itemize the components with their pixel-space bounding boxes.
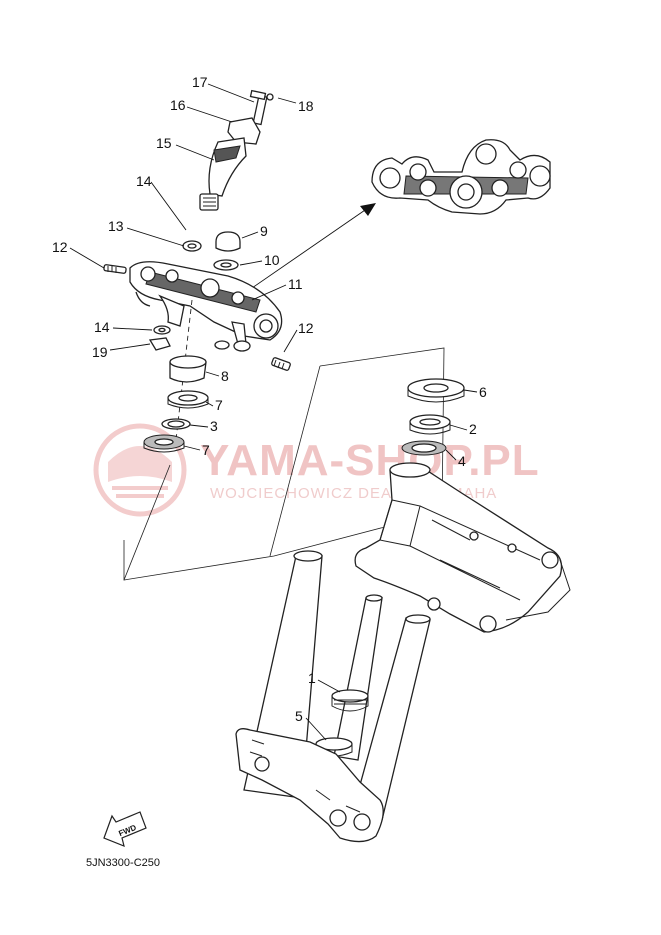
callout-12b: 12 [298,320,314,336]
watermark-logo-icon [93,423,187,517]
steering-nut-stack [143,355,209,453]
callout-1: 1 [308,670,316,686]
diagram-code: 5JN3300-C250 [86,857,160,869]
callout-15: 15 [156,135,172,151]
leader-lines [69,83,478,741]
callout-18: 18 [298,98,314,114]
callout-17: 17 [192,74,208,90]
callout-7b: 7 [202,442,210,458]
callout-11: 11 [288,276,303,292]
callout-14b: 14 [94,319,110,335]
callout-9: 9 [260,223,268,239]
upper-bracket [103,261,291,371]
callout-8: 8 [221,368,229,384]
fwd-arrow-icon: FWD [103,811,147,847]
small-parts-left [148,325,230,351]
handle-assembly [199,89,274,211]
callout-16: 16 [170,97,186,113]
callout-12: 12 [52,239,68,255]
callout-3: 3 [210,418,218,434]
callout-numbers: 17 18 16 15 14 13 9 12 10 11 14 12 19 8 … [52,74,487,724]
callout-5: 5 [295,708,303,724]
small-parts-top [182,231,241,271]
callout-7: 7 [215,397,223,413]
callout-4: 4 [458,453,466,469]
callout-10: 10 [264,252,280,268]
callout-2: 2 [469,421,477,437]
assembly-arrow [251,203,376,289]
callout-14: 14 [136,173,152,189]
bearings-right [401,378,465,456]
watermark-title: YAMA-SHOP.PL [200,436,540,485]
lower-bracket [235,550,431,843]
frame-head [354,462,571,633]
upper-bracket-detail [371,139,551,215]
callout-19: 19 [92,344,108,360]
callout-6: 6 [479,384,487,400]
callout-13: 13 [108,218,124,234]
